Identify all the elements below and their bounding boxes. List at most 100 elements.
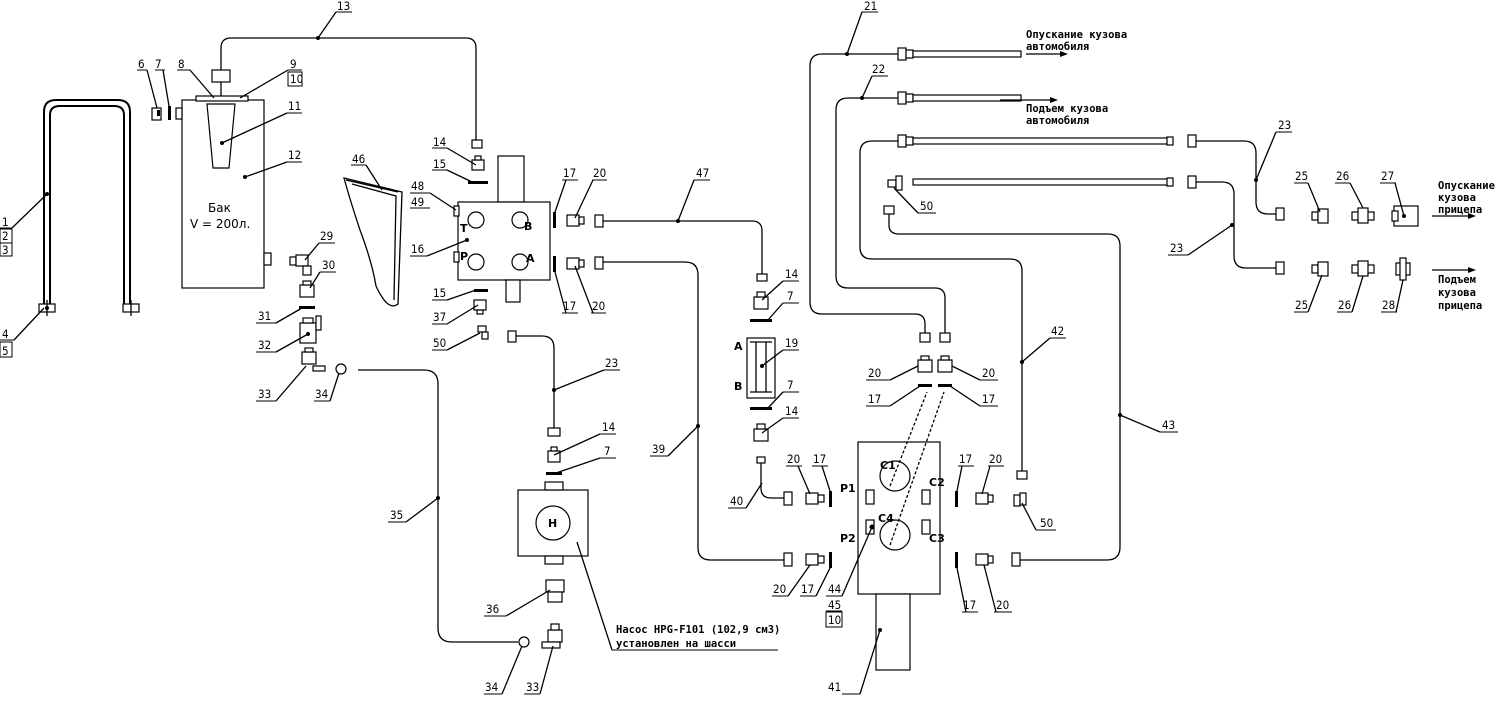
- label-12: 12: [288, 148, 301, 162]
- label-10a: 10: [290, 72, 303, 86]
- block-top-fittings: 20 20 17 17: [866, 332, 998, 407]
- label-17g: 17: [801, 582, 814, 596]
- label-7a: 7: [155, 57, 162, 71]
- hose-40: 40: [728, 456, 793, 509]
- label-17a: 17: [563, 166, 576, 180]
- label-6: 6: [138, 57, 145, 71]
- label-27: 27: [1381, 169, 1394, 183]
- label-17e: 17: [813, 452, 826, 466]
- port-B2: B: [734, 380, 742, 393]
- tank-title: Бак: [208, 201, 231, 215]
- valve-block-41: C1 C4 P1 P2 C2 C3 41 44 45 10: [825, 391, 945, 695]
- label-45: 45: [828, 598, 841, 612]
- label-33a: 33: [258, 387, 271, 401]
- hose-loop-1: [38, 99, 140, 316]
- label-19: 19: [785, 336, 798, 350]
- valve-19: A B 14 7 19 7 14: [734, 267, 799, 442]
- hose-47: 47: [594, 166, 768, 282]
- trailer-raising-1: Подъем: [1438, 274, 1476, 286]
- label-23b: 23: [1278, 118, 1291, 132]
- breather-parts: 6 7 8 9 10 11 12: [137, 57, 303, 178]
- label-29: 29: [320, 229, 333, 243]
- label-31: 31: [258, 309, 271, 323]
- label-5: 5: [2, 344, 9, 358]
- pump-caption-2: установлен на шасси: [616, 638, 736, 650]
- label-50b: 50: [920, 199, 933, 213]
- trailer-raising-3: прицепа: [1438, 300, 1482, 312]
- label-32: 32: [258, 338, 271, 352]
- label-14c: 14: [785, 404, 798, 418]
- trailer-raising-line: 23 25 26 28 Подъем кузова прицепа: [1168, 175, 1482, 313]
- label-43: 43: [1162, 418, 1175, 432]
- hose-21: 21 Опускание кузова автомобиля: [809, 0, 1127, 333]
- label-7b: 7: [787, 289, 794, 303]
- port-B: B: [524, 220, 532, 233]
- tank-volume: V = 200л.: [190, 217, 250, 231]
- port-A2: A: [734, 340, 743, 353]
- oil-tank: Бак V = 200л.: [181, 69, 272, 289]
- label-7c: 7: [787, 378, 794, 392]
- label-20c: 20: [868, 366, 881, 380]
- trailer-raising-2: кузова: [1438, 287, 1476, 299]
- distributor-side-fittings: 17 20 17 20: [553, 166, 607, 314]
- label-9: 9: [290, 57, 297, 71]
- truck-lowering-2: автомобиля: [1026, 41, 1089, 53]
- label-8: 8: [178, 57, 185, 71]
- label-50a: 50: [433, 336, 446, 350]
- label-7d: 7: [604, 444, 611, 458]
- label-3: 3: [2, 243, 9, 257]
- pump-letter: Н: [548, 517, 557, 530]
- label-41: 41: [828, 680, 841, 694]
- label-36: 36: [486, 602, 499, 616]
- label-16: 16: [411, 242, 424, 256]
- label-23a: 23: [605, 356, 618, 370]
- label-14b: 14: [785, 267, 798, 281]
- label-20h: 20: [996, 598, 1009, 612]
- label-21: 21: [864, 0, 877, 13]
- hose-39: 39: [594, 256, 793, 567]
- port-P2: P2: [840, 532, 856, 545]
- label-26b: 26: [1338, 298, 1351, 312]
- trailer-lowering-line: 23 25 26 27 Опускание кузова прицепа: [1187, 118, 1495, 227]
- truck-lowering-1: Опускание кузова: [1026, 29, 1127, 41]
- label-14a: 14: [433, 135, 446, 149]
- hose-23-pump: 23: [507, 330, 620, 428]
- label-13: 13: [337, 0, 350, 13]
- label-49: 49: [411, 195, 424, 209]
- label-20f: 20: [989, 452, 1002, 466]
- label-10b: 10: [828, 613, 841, 627]
- block-side-fittings: 20 17 20 17 17 20 50 17 20: [772, 452, 1056, 613]
- port-A: A: [526, 252, 535, 265]
- distributor-fittings: 14 15 48 49 16 15 37 50: [410, 135, 489, 351]
- label-34a: 34: [315, 387, 328, 401]
- label-15b: 15: [433, 286, 446, 300]
- trailer-lowering-2: кузова: [1438, 192, 1476, 204]
- port-C1: C1: [880, 459, 896, 472]
- pump-caption-1: Насос HPG-F101 (102,9 см3): [616, 624, 780, 636]
- label-46: 46: [352, 152, 365, 166]
- label-17h: 17: [963, 598, 976, 612]
- label-25b: 25: [1295, 298, 1308, 312]
- truck-raising-1: Подъем кузова: [1026, 103, 1108, 115]
- port-P: P: [460, 250, 468, 263]
- label-39: 39: [652, 442, 665, 456]
- label-15a: 15: [433, 157, 446, 171]
- label-14d: 14: [602, 420, 615, 434]
- label-1: 1: [2, 215, 9, 229]
- suction-line: 29 30 31 32 33 34 35 34: [256, 229, 530, 695]
- label-20g: 20: [773, 582, 786, 596]
- label-28: 28: [1382, 298, 1395, 312]
- label-22: 22: [872, 62, 885, 76]
- label-35: 35: [390, 508, 403, 522]
- label-20d: 20: [982, 366, 995, 380]
- label-44: 44: [828, 582, 841, 596]
- port-C3: C3: [929, 532, 945, 545]
- trailer-lowering-3: прицепа: [1438, 204, 1482, 216]
- label-17f: 17: [959, 452, 972, 466]
- label-48: 48: [411, 179, 424, 193]
- pump: Н 14 7 36 33 Насос HPG-F101 (102,9 см3) …: [484, 420, 780, 695]
- label-30: 30: [322, 258, 335, 272]
- label-20b: 20: [592, 299, 605, 313]
- callout-4: 4 5: [0, 307, 45, 358]
